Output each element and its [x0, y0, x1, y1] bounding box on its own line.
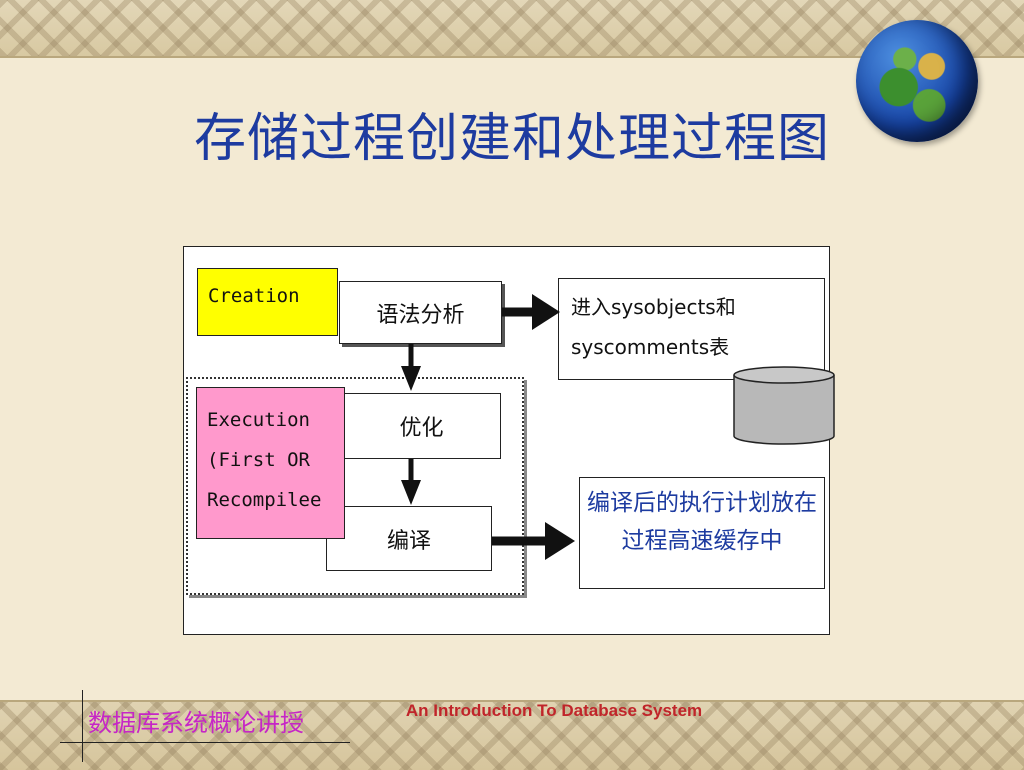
database-icon: [733, 366, 835, 445]
bottom-decorative-band: [0, 700, 1024, 770]
arrow-compile-to-cache: [492, 522, 575, 560]
store-note: 进入sysobjects和 syscomments表: [558, 278, 825, 380]
footer-divider-horizontal: [60, 742, 350, 743]
compile-step: 编译: [326, 506, 492, 571]
parse-step: 语法分析: [339, 281, 502, 344]
optimize-step: 优化: [342, 393, 501, 459]
cache-note: 编译后的执行计划放在 过程高速缓存中: [579, 477, 825, 589]
creation-label: Creation: [197, 268, 338, 336]
execution-label: Execution (First OR Recompilee: [196, 387, 345, 539]
execution-group: [186, 377, 524, 595]
cache-note-line-1: 编译后的执行计划放在: [587, 490, 817, 516]
top-decorative-band: [0, 0, 1024, 58]
store-note-line-2: syscomments表: [571, 335, 730, 359]
execution-label-line-2: (First OR: [207, 449, 310, 471]
course-name: 数据库系统概论讲授: [88, 709, 304, 737]
execution-label-line-3: Recompilee: [207, 489, 322, 511]
footer-divider-vertical: [82, 690, 83, 762]
arrow-optimize-to-compile: [401, 459, 421, 505]
book-title: An Introduction To Database System: [405, 701, 703, 720]
globe-icon: [856, 20, 978, 142]
arrow-parse-to-optimize: [401, 344, 421, 391]
arrow-parse-to-store: [502, 294, 560, 330]
cache-note-line-2: 过程高速缓存中: [621, 528, 783, 554]
store-note-line-1: 进入sysobjects和: [571, 295, 736, 319]
execution-label-line-1: Execution: [207, 409, 310, 431]
slide-title: 存储过程创建和处理过程图: [193, 109, 830, 169]
